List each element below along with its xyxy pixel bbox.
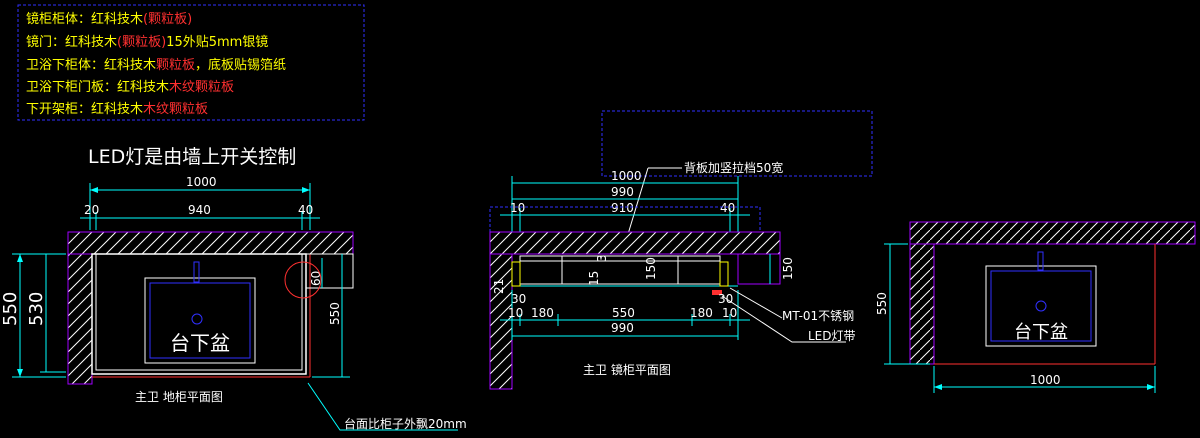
basin-inner-right bbox=[990, 270, 1092, 342]
mt01-leader bbox=[729, 287, 783, 319]
note-frame bbox=[601, 110, 873, 177]
faucet-icon bbox=[193, 261, 200, 283]
detail-circle bbox=[284, 261, 322, 299]
basin-inner bbox=[149, 282, 251, 359]
basin-outer-right bbox=[985, 265, 1097, 347]
side-panel-right bbox=[719, 261, 729, 287]
cabinet-outline bbox=[95, 253, 303, 371]
side-panel-left bbox=[511, 261, 521, 287]
dim-arrow-right bbox=[1147, 384, 1155, 390]
note-line-5: 下开架柜：红科技木木纹颗粒板 bbox=[26, 101, 208, 117]
wall-hatch-top bbox=[67, 231, 354, 255]
dim-1000-mid: 1000 bbox=[611, 169, 642, 183]
note-line-3: 卫浴下柜体：红科技木颗粒板，底板贴锡箔纸 bbox=[26, 57, 286, 73]
back-panel-note: 背板加竖拉档50宽 bbox=[684, 160, 783, 175]
notes-frame bbox=[17, 4, 365, 121]
dim-150-inner: 150 bbox=[644, 257, 658, 280]
wall-return-mid bbox=[737, 253, 781, 285]
note-line-2: 镜门：红科技木(颗粒板)15外贴5mm银镜 bbox=[26, 34, 268, 50]
dim-180-left: 180 bbox=[531, 306, 554, 320]
callout-leader bbox=[307, 382, 458, 431]
mirror-cabinet-plan: 背板加竖拉档50宽 1000 990 10 910 40 3 bbox=[489, 110, 873, 390]
dim-940: 940 bbox=[188, 203, 211, 217]
dim-990-bottom: 990 bbox=[611, 321, 634, 335]
dim-10-mid: 10 bbox=[510, 201, 525, 215]
dim-550-right: 550 bbox=[328, 302, 342, 325]
dim-3: 3 bbox=[595, 254, 609, 262]
dim-10-br: 10 bbox=[722, 306, 737, 320]
dim-990-mid: 990 bbox=[611, 185, 634, 199]
drain-icon-right bbox=[1035, 300, 1047, 312]
dim-550-left: 550 bbox=[0, 292, 21, 326]
material-notes: 镜柜柜体：红科技木(颗粒板) 镜门：红科技木(颗粒板)15外贴5mm银镜 卫浴下… bbox=[17, 4, 365, 121]
dim-1000: 1000 bbox=[186, 175, 217, 189]
wall-hatch-left bbox=[67, 253, 93, 385]
dim-lines-bottom-mid bbox=[500, 290, 750, 340]
dim-lines-left bbox=[12, 253, 66, 378]
floor-plan-title: 主卫 地柜平面图 bbox=[135, 390, 223, 404]
note-line-4: 卫浴下柜门板：红科技木木纹颗粒板 bbox=[26, 79, 234, 95]
drain-icon bbox=[191, 313, 203, 325]
basin-outer bbox=[144, 277, 256, 364]
dim-550-mid: 550 bbox=[612, 306, 635, 320]
wall-hatch-mid-left bbox=[489, 253, 513, 390]
dim-530-left: 530 bbox=[26, 292, 47, 326]
dim-15: 15 bbox=[587, 271, 601, 286]
mt01-label: MT-01不锈钢 bbox=[782, 309, 854, 323]
dim-40-mid: 40 bbox=[720, 201, 735, 215]
note-line-1: 镜柜柜体：红科技木(颗粒板) bbox=[26, 11, 192, 27]
dim-lines-top-mid bbox=[500, 176, 750, 232]
dim-20: 20 bbox=[84, 203, 99, 217]
basin-label: 台下盆 bbox=[170, 331, 230, 355]
dim-40: 40 bbox=[298, 203, 313, 217]
dim-arrows-top bbox=[90, 187, 310, 193]
dim-lines-top bbox=[80, 183, 320, 230]
wall-return bbox=[305, 253, 354, 289]
led-strip-icon bbox=[712, 290, 722, 295]
led-leader bbox=[721, 295, 846, 343]
dim-arrows-left bbox=[17, 254, 23, 377]
dim-30-right: 30 bbox=[718, 292, 733, 306]
wall-hatch-right-left bbox=[909, 243, 935, 365]
dim-180-right: 180 bbox=[690, 306, 713, 320]
dim-21: 21 bbox=[492, 279, 506, 294]
dim-910-mid: 910 bbox=[611, 201, 634, 215]
dim-30-left: 30 bbox=[511, 292, 526, 306]
dim-10-bl: 10 bbox=[508, 306, 523, 320]
dim-arrow-left bbox=[934, 384, 942, 390]
faucet-icon-right bbox=[1037, 251, 1044, 271]
mirror-plan-title: 主卫 镜柜平面图 bbox=[583, 362, 671, 377]
basin-label-right: 台下盆 bbox=[1014, 322, 1068, 343]
callout-overhang: 台面比柜子外飘20mm bbox=[344, 416, 467, 431]
led-switch-note: LED灯是由墙上开关控制 bbox=[88, 146, 296, 168]
dim-lines-right bbox=[312, 254, 350, 378]
dim-60: 60 bbox=[309, 271, 323, 286]
basin-plan-right: 台下盆 550 1000 bbox=[875, 221, 1196, 393]
dim-1000-right-plan: 1000 bbox=[1030, 373, 1061, 387]
mirror-cabinet-body bbox=[519, 255, 721, 285]
wall-hatch-mid-top bbox=[489, 231, 781, 255]
dim-550-right-plan: 550 bbox=[875, 292, 889, 315]
wall-hatch-right-top bbox=[909, 221, 1196, 245]
floor-cabinet-plan: LED灯是由墙上开关控制 1000 20 940 40 bbox=[0, 146, 467, 431]
dim-150-outer: 150 bbox=[781, 257, 795, 280]
led-label: LED灯带 bbox=[808, 329, 856, 343]
